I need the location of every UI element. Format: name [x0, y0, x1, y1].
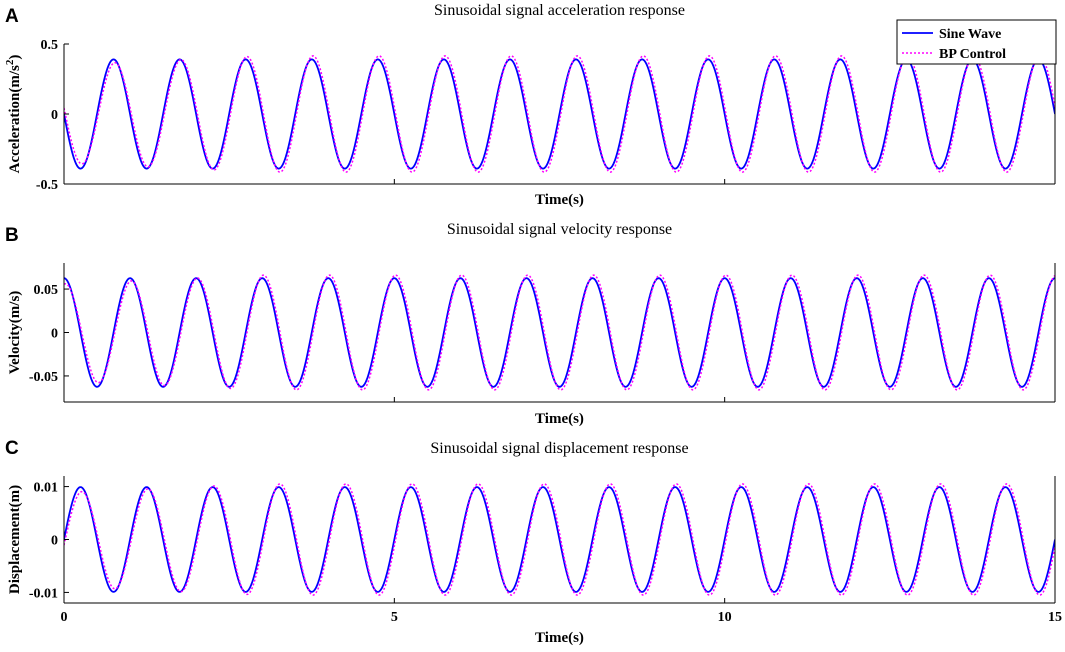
panel-letter: A	[5, 6, 19, 27]
panel-b: B Sinusoidal signal velocity response -0.0…	[5, 221, 1056, 427]
panel-letter: B	[5, 225, 19, 246]
x-tick-label: 10	[718, 610, 732, 625]
y-tick-label: 0.01	[34, 481, 59, 496]
x-tick-label: 5	[391, 610, 398, 625]
panel-a: A Sinusoidal signal acceleration response…	[4, 2, 1056, 208]
legend: Sine Wave BP Control	[896, 19, 1057, 65]
chart-title: Sinusoidal signal displacement response	[430, 440, 688, 457]
panel-c: C Sinusoidal signal displacement response…	[5, 438, 1062, 646]
panel-letter: C	[5, 438, 19, 459]
legend-label: BP Control	[939, 47, 1006, 62]
y-tick-label: 0	[51, 108, 58, 123]
series-line-sine-wave	[64, 277, 1055, 388]
x-axis-label: Time(s)	[535, 411, 584, 427]
series-line-sine-wave	[64, 58, 1055, 170]
y-tick-label: -0.05	[29, 370, 58, 385]
y-tick-label: 0.05	[34, 283, 59, 298]
series-line-bp-control	[64, 55, 1055, 173]
y-axis-label: Velocity(m/s)	[7, 291, 23, 375]
x-axis-label: Time(s)	[535, 192, 584, 208]
y-tick-label: 0.5	[41, 38, 59, 53]
x-tick-label: 0	[61, 610, 68, 625]
x-tick-label: 15	[1048, 610, 1062, 625]
chart-title: Sinusoidal signal velocity response	[447, 221, 672, 238]
y-tick-label: 0	[51, 327, 58, 342]
y-tick-label: 0	[51, 534, 58, 549]
series-line-bp-control	[64, 483, 1055, 596]
y-axis-label: Displacement(m)	[7, 485, 23, 594]
series-line-sine-wave	[64, 486, 1055, 593]
y-axis-label: Acceleration(m/s2)	[4, 55, 23, 174]
chart-title: Sinusoidal signal acceleration response	[434, 2, 685, 19]
legend-label: Sine Wave	[939, 27, 1001, 42]
y-tick-label: -0.01	[29, 586, 58, 601]
x-axis-label: Time(s)	[535, 630, 584, 646]
series-line-bp-control	[64, 274, 1055, 391]
y-tick-label: -0.5	[36, 178, 58, 193]
legend-box	[896, 19, 1057, 65]
